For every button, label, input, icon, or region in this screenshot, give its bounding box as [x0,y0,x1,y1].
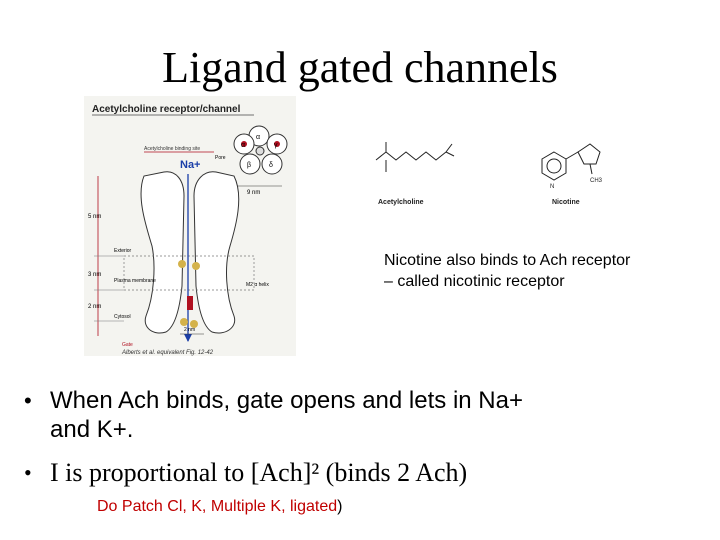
footer-note: Do Patch Cl, K, Multiple K, ligated) [97,498,342,516]
region-label: Cytosol [114,314,131,320]
acetylcholine-structure [375,142,455,172]
bullet-text: I is proportional to [Ach]² (binds 2 Ach… [50,458,468,487]
subunit-label: β [247,162,251,169]
bullet-item: • I is proportional to [Ach]² (binds 2 A… [24,458,690,487]
nicotine-structure [541,143,601,181]
channel-side-view [123,171,255,342]
scale-label: 3 nm [88,272,101,278]
footer-paren: ) [337,498,343,515]
bullet-item: • When Ach binds, gate opens and lets in… [24,386,690,444]
ion-label: Na+ [180,159,201,171]
region-label: Plasma membrane [114,278,156,284]
bullet-text: When Ach binds, gate opens and lets in N… [50,387,523,414]
bottom-width-label: 2 nm [184,327,195,333]
molecule-structures: Acetylcholine N CH3 Nicotine [375,142,603,206]
binding-site-label: Acetylcholine binding site [144,146,200,152]
scale-label: 2 nm [88,304,101,310]
nicotine-note: Nicotine also binds to Ach receptor – ca… [384,250,684,292]
footer-text: Do Patch Cl, K, Multiple K, ligated [97,498,338,515]
pentamer-top-view: α γ δ β α Pore 9 nm [215,125,288,196]
bullet-dot: • [24,388,32,413]
note-line: – called nicotinic receptor [384,273,565,290]
note-line: Nicotine also binds to Ach receptor [384,252,631,269]
helix-label: M2 α helix [246,282,269,288]
nicotine-label: Nicotine [552,199,580,206]
pore-label: Pore [215,155,226,161]
methyl-label: CH3 [590,178,603,184]
region-label: Exterior [114,248,132,254]
subunit-label: α [241,142,245,149]
subunit-label: δ [269,162,273,169]
bullet-text: and K+. [50,416,134,443]
subunit-label: γ [274,142,278,149]
figure-credit: Alberts et al. equivalent Fig. 12-42 [121,350,214,356]
slide-title: Ligand gated channels [162,43,558,92]
scale-label: 5 nm [88,214,101,220]
acetylcholine-label: Acetylcholine [378,199,424,206]
width-label: 9 nm [247,190,260,196]
subunit-label: α [256,134,260,141]
bullet-dot: • [24,460,32,485]
nitrogen-label: N [550,184,554,190]
region-label: Gate [122,342,133,348]
scale-bar: 5 nm 3 nm 2 nm [88,176,124,336]
receptor-diagram: Acetylcholine receptor/channel α γ δ β α… [84,96,296,356]
receptor-heading: Acetylcholine receptor/channel [92,104,241,115]
